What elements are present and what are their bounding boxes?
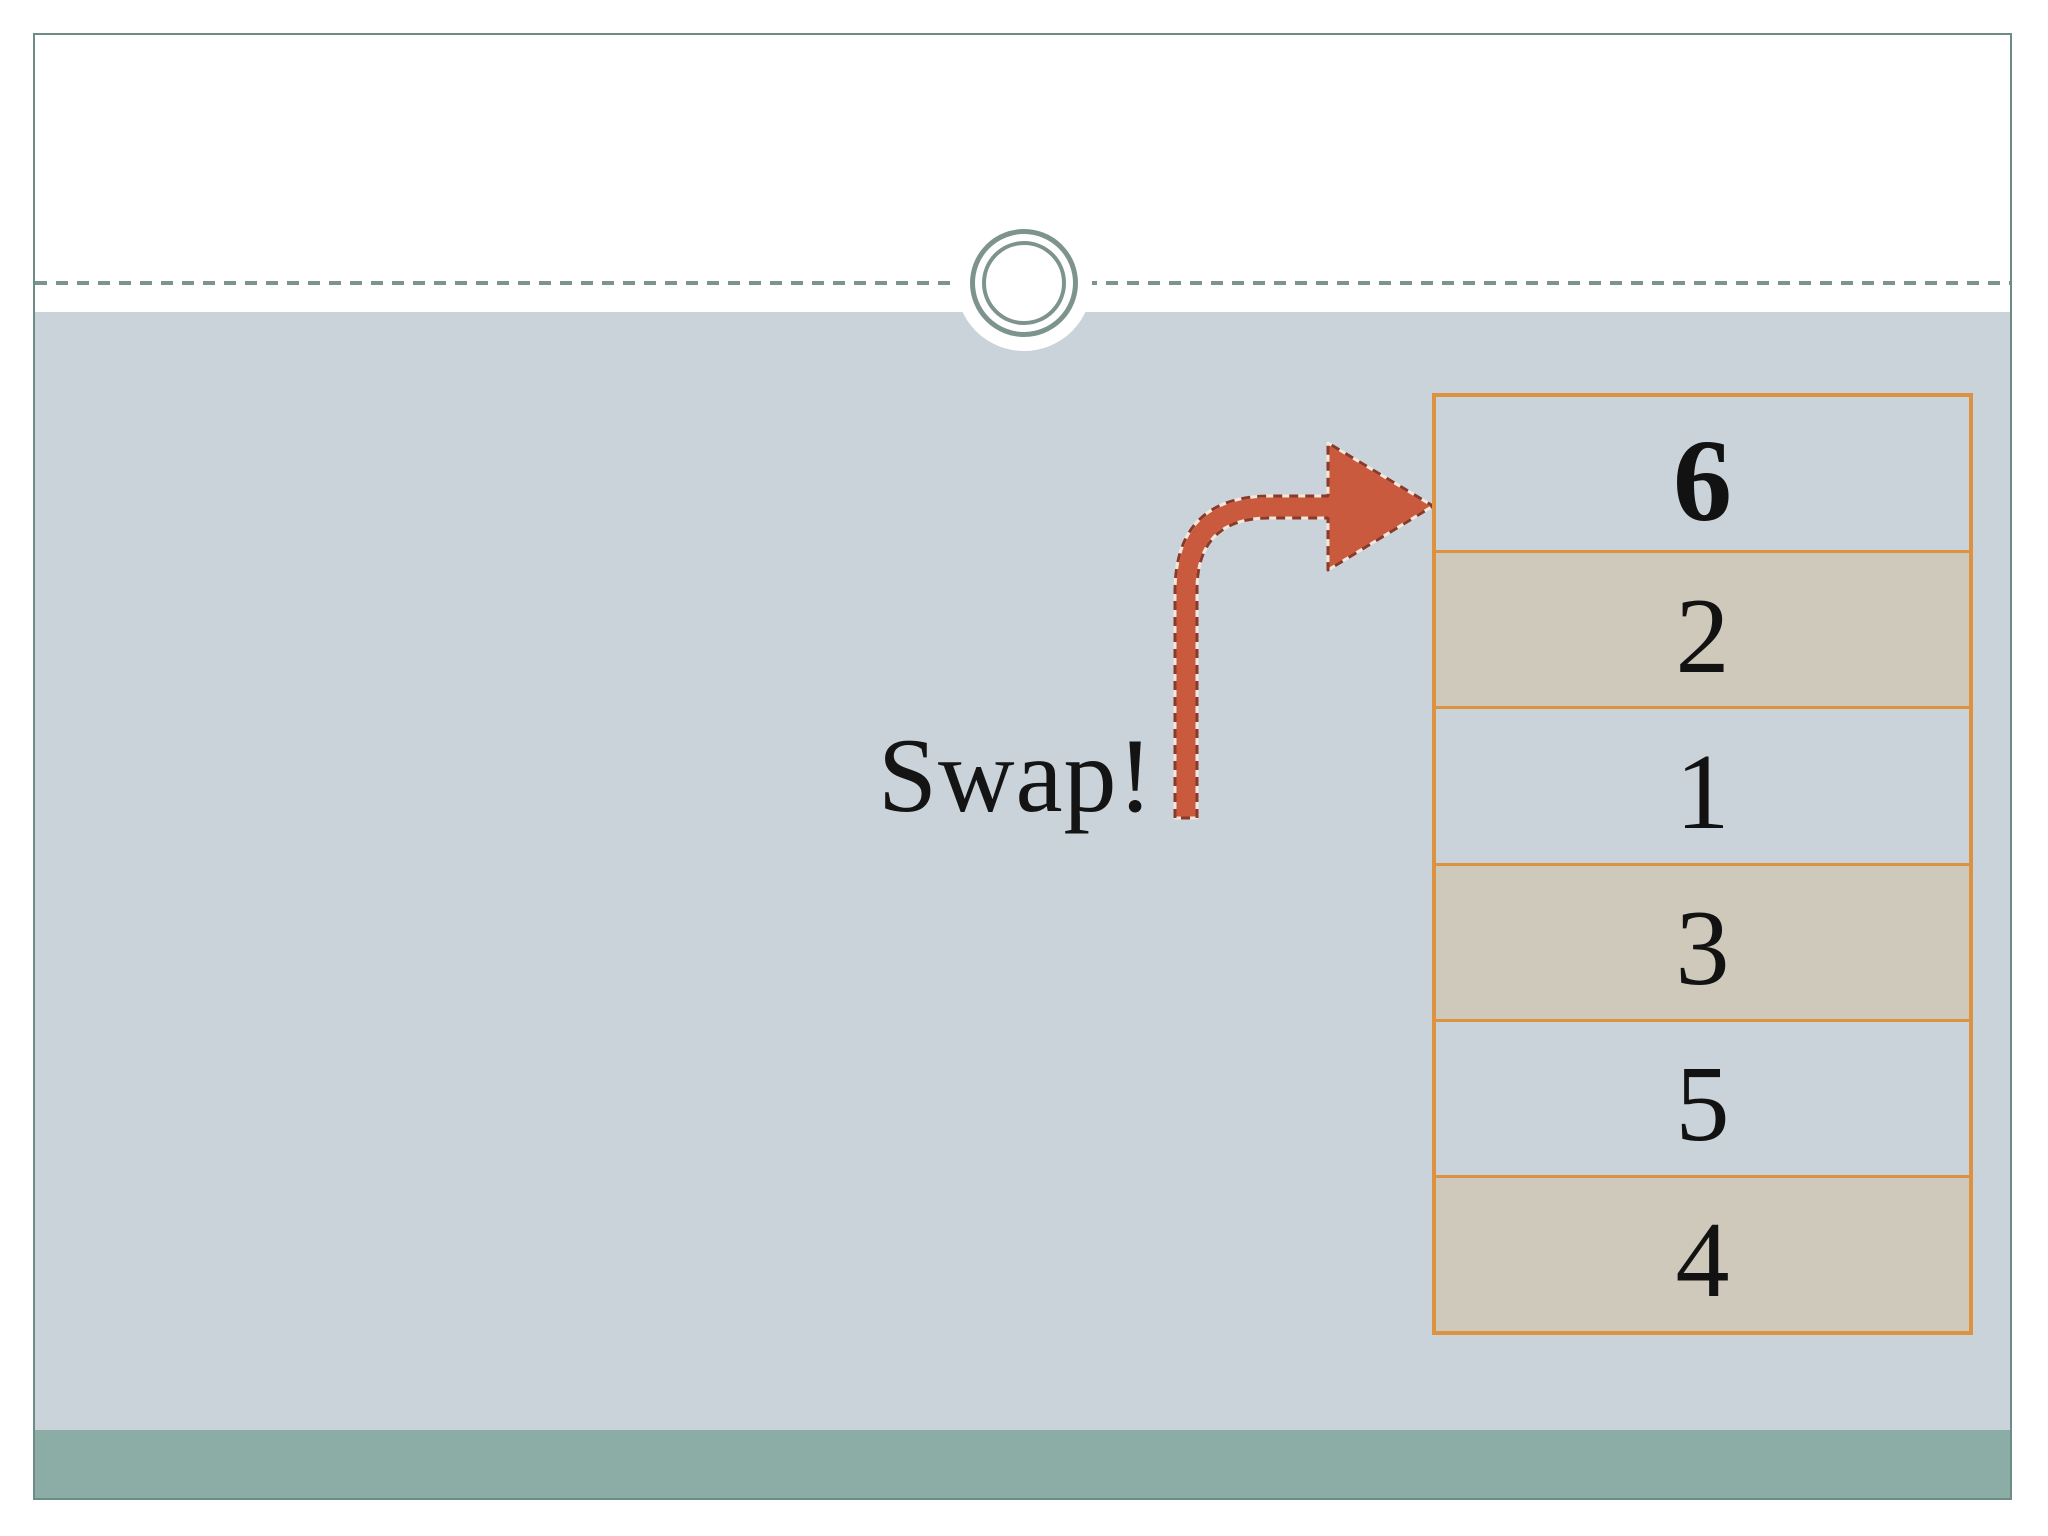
table-cell-value: 6 bbox=[1673, 414, 1732, 546]
swap-label: Swap! bbox=[878, 717, 1154, 834]
table-cell-value: 1 bbox=[1675, 732, 1730, 852]
table-row: 1 bbox=[1436, 709, 1969, 866]
circle-ornament-inner-ring bbox=[982, 241, 1066, 325]
table-cell-value: 5 bbox=[1675, 1045, 1730, 1165]
table-row: 2 bbox=[1436, 553, 1969, 710]
footer-bar bbox=[35, 1430, 2010, 1498]
values-table: 6 2 1 3 5 4 bbox=[1432, 393, 1973, 1335]
table-cell-value: 2 bbox=[1675, 576, 1730, 696]
table-cell-value: 3 bbox=[1675, 889, 1730, 1009]
table-cell-value: 4 bbox=[1675, 1201, 1730, 1321]
table-row: 5 bbox=[1436, 1021, 1969, 1178]
table-row: 4 bbox=[1436, 1177, 1969, 1332]
table-row: 6 bbox=[1436, 397, 1969, 554]
slide-inner: Swap! 6 2 1 3 5 4 bbox=[35, 35, 2010, 1498]
slide-canvas: Swap! 6 2 1 3 5 4 bbox=[33, 33, 2012, 1500]
circle-ornament-icon bbox=[970, 229, 1078, 337]
table-row: 3 bbox=[1436, 865, 1969, 1022]
